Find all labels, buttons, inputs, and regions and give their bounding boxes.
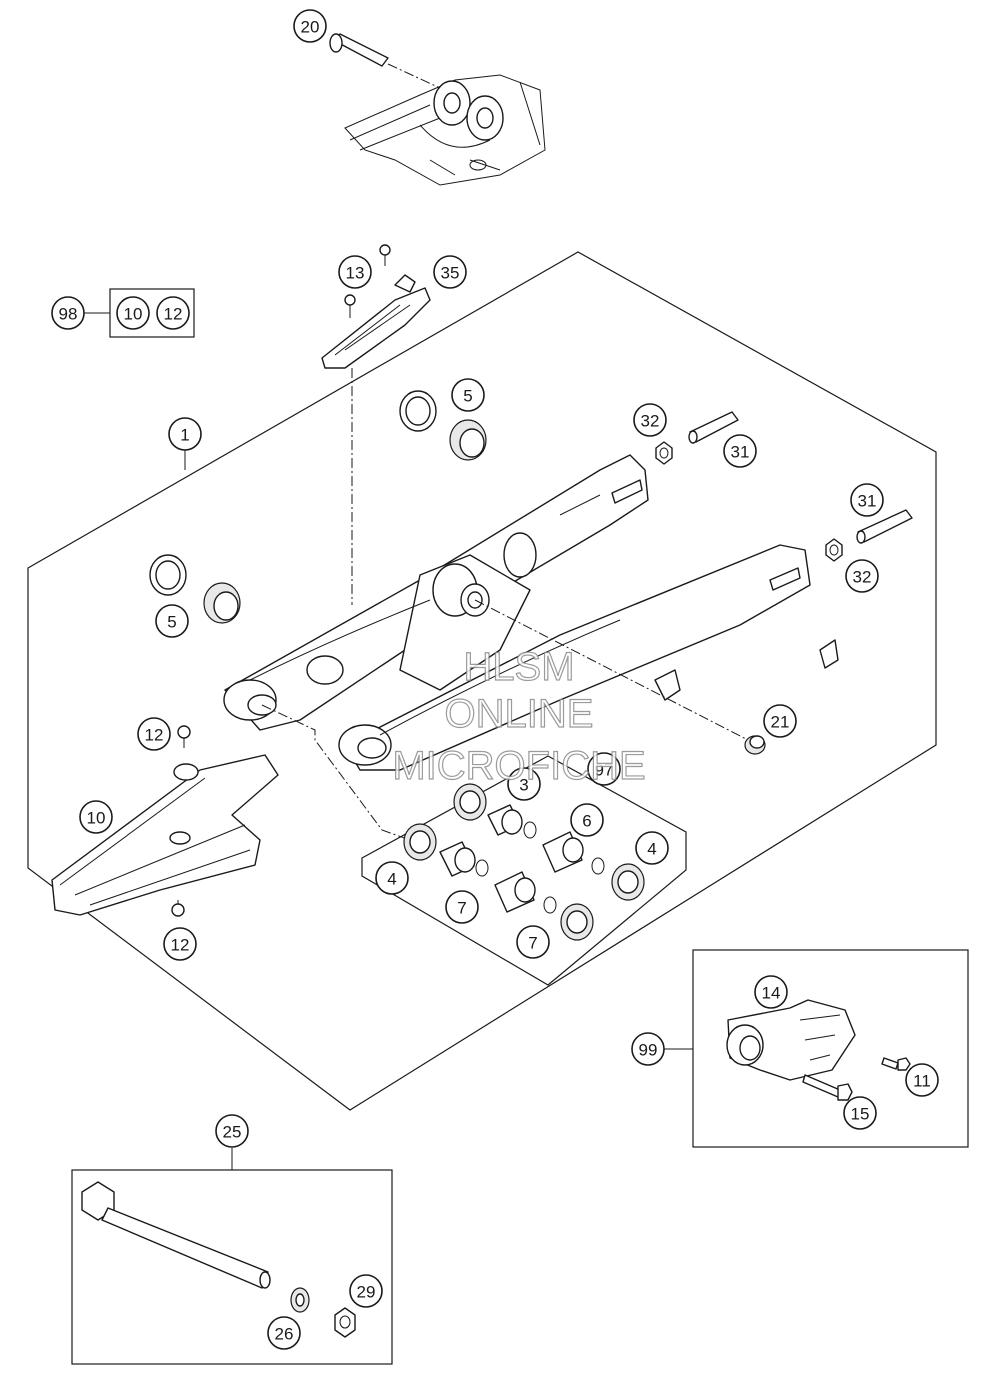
svg-text:6: 6 [582, 812, 591, 831]
chain-slider-upper [321, 274, 431, 369]
callout-13[interactable]: 13 [338, 255, 372, 289]
washer-26 [290, 1287, 310, 1313]
bearing-kit-parts [403, 783, 645, 941]
callout-4-left[interactable]: 4 [375, 861, 409, 895]
svg-text:31: 31 [731, 443, 750, 462]
callout-21[interactable]: 21 [763, 704, 797, 738]
callout-15[interactable]: 15 [843, 1096, 877, 1130]
frame-pivot-detail [329, 33, 546, 186]
svg-text:13: 13 [346, 264, 365, 283]
swingarm [223, 454, 839, 771]
callout-4-right[interactable]: 4 [635, 831, 669, 865]
svg-text:20: 20 [301, 18, 320, 37]
axle-25 [81, 1181, 271, 1289]
nut-32-upper [655, 441, 673, 465]
svg-text:99: 99 [639, 1041, 658, 1060]
svg-text:7: 7 [457, 899, 466, 918]
callout-97[interactable]: 97 [587, 752, 621, 786]
svg-text:10: 10 [87, 809, 106, 828]
callout-20[interactable]: 20 [293, 9, 327, 43]
callout-6[interactable]: 6 [570, 803, 604, 837]
watermark: HLSM ONLINE MICROFICHE [392, 644, 647, 788]
svg-text:14: 14 [762, 984, 781, 1003]
svg-text:12: 12 [145, 726, 164, 745]
cap-21 [744, 735, 766, 755]
callout-31-right[interactable]: 31 [850, 483, 884, 517]
callout-11[interactable]: 11 [905, 1063, 939, 1097]
svg-text:10: 10 [124, 305, 143, 324]
callout-3[interactable]: 3 [507, 767, 541, 801]
screw-13b [379, 244, 391, 266]
svg-text:32: 32 [641, 412, 660, 431]
svg-text:21: 21 [771, 713, 790, 732]
svg-text:29: 29 [357, 1283, 376, 1302]
seal-cap-5-upper [399, 390, 487, 461]
callout-12-kit[interactable]: 12 [156, 296, 190, 330]
screw-13a [344, 294, 356, 318]
callout-29[interactable]: 29 [349, 1274, 383, 1308]
svg-text:11: 11 [913, 1072, 931, 1091]
callout-32-upper[interactable]: 32 [633, 403, 667, 437]
pin-31-upper [688, 411, 739, 444]
callout-35[interactable]: 35 [433, 255, 467, 289]
callout-7-right[interactable]: 7 [516, 925, 550, 959]
svg-text:31: 31 [858, 492, 877, 511]
callout-12-upper[interactable]: 12 [137, 717, 171, 751]
svg-text:5: 5 [463, 387, 472, 406]
svg-text:1: 1 [180, 426, 189, 445]
svg-text:12: 12 [164, 305, 183, 324]
svg-text:12: 12 [171, 936, 190, 955]
callout-98[interactable]: 98 [51, 296, 85, 330]
svg-text:ONLINE: ONLINE [445, 692, 594, 736]
screw-12-lower [171, 900, 185, 917]
svg-text:98: 98 [59, 305, 78, 324]
svg-text:HLSM: HLSM [463, 645, 574, 689]
svg-text:25: 25 [223, 1123, 242, 1142]
axle-kit-25-box [71, 1169, 393, 1365]
callout-10[interactable]: 10 [79, 800, 113, 834]
seal-cap-5-lower [149, 554, 241, 624]
svg-text:4: 4 [647, 840, 656, 859]
kit-98-box [109, 288, 195, 338]
svg-text:3: 3 [519, 776, 528, 795]
callout-32-right[interactable]: 32 [845, 559, 879, 593]
callout-5-upper[interactable]: 5 [451, 378, 485, 412]
screw-11 [881, 1057, 911, 1071]
callout-14[interactable]: 14 [754, 975, 788, 1009]
callout-26[interactable]: 26 [267, 1316, 301, 1350]
assembly-frame-1 [27, 251, 937, 1111]
callout-10-kit[interactable]: 10 [116, 296, 150, 330]
svg-text:5: 5 [167, 613, 176, 632]
bolt-15 [802, 1074, 853, 1101]
svg-text:35: 35 [441, 264, 460, 283]
svg-text:26: 26 [275, 1325, 294, 1344]
svg-text:7: 7 [528, 934, 537, 953]
svg-text:4: 4 [387, 870, 396, 889]
chain-slider-10 [51, 754, 279, 916]
callout-99[interactable]: 99 [631, 1032, 665, 1066]
svg-text:MICROFICHE: MICROFICHE [392, 744, 645, 788]
callout-1[interactable]: 1 [168, 417, 202, 451]
chain-guide-14 [726, 999, 856, 1081]
svg-text:32: 32 [853, 568, 872, 587]
nut-29 [334, 1307, 356, 1338]
svg-text:15: 15 [851, 1105, 870, 1124]
callout-5-lower[interactable]: 5 [155, 604, 189, 638]
pin-31-right [856, 509, 913, 544]
callout-12-lower[interactable]: 12 [163, 927, 197, 961]
bearing-kit-97-frame [361, 755, 687, 986]
callout-25[interactable]: 25 [215, 1114, 249, 1148]
svg-text:97: 97 [595, 761, 614, 780]
screw-12-upper [177, 725, 191, 748]
callout-7-left[interactable]: 7 [445, 890, 479, 924]
nut-32-right [825, 538, 843, 562]
callout-31-upper[interactable]: 31 [723, 434, 757, 468]
